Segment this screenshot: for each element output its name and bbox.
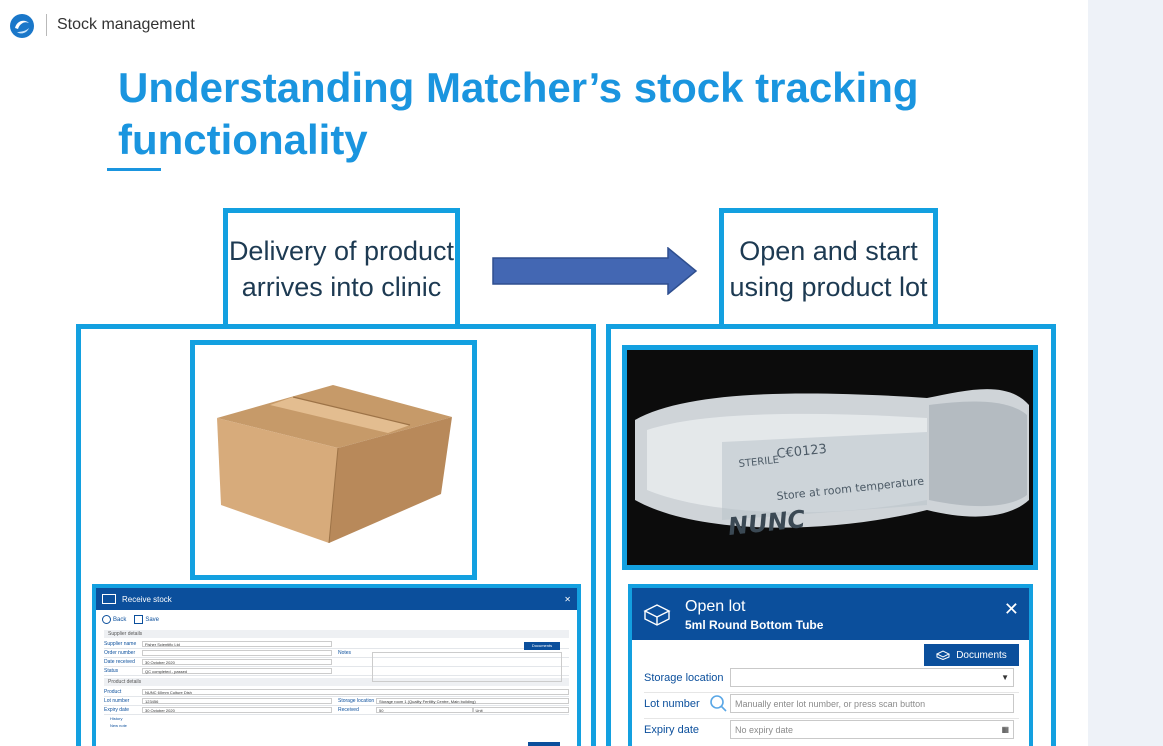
storage-location-label: Storage location bbox=[644, 672, 724, 684]
supplier-name-select[interactable]: Fisher Scientific Ltd bbox=[142, 641, 332, 647]
open-lot-title: Open lot bbox=[685, 598, 746, 615]
arrow-right-icon bbox=[492, 247, 698, 295]
status-row: Status QC completed - passed bbox=[104, 667, 569, 676]
company-logo-icon bbox=[10, 14, 34, 38]
supplier-name-label: Supplier name bbox=[104, 641, 137, 647]
received-quantity-input[interactable]: 50 bbox=[376, 707, 473, 713]
bag-ce-mark: C€0123 bbox=[776, 442, 828, 462]
save-label: Save bbox=[145, 616, 160, 623]
status-select[interactable]: QC completed - passed bbox=[142, 668, 332, 674]
status-label: Status bbox=[104, 668, 119, 674]
back-button[interactable]: Back bbox=[102, 614, 127, 624]
expiry-date-row: Expiry date bbox=[644, 720, 730, 740]
back-label: Back bbox=[113, 616, 127, 623]
row-divider bbox=[644, 692, 1019, 693]
save-button[interactable]: Save bbox=[134, 614, 160, 624]
order-number-label: Order number bbox=[104, 650, 136, 656]
expiry-date-input[interactable]: 30 October 2020 bbox=[142, 707, 332, 713]
notes-input[interactable] bbox=[372, 652, 562, 682]
expiry-date-input[interactable]: No expiry date ▦ bbox=[730, 720, 1014, 739]
header-separator bbox=[46, 14, 47, 36]
date-received-input[interactable]: 30 October 2020 bbox=[142, 659, 332, 665]
add-note-button[interactable] bbox=[528, 742, 560, 746]
product-details-section: Product details bbox=[104, 678, 569, 686]
product-label: Product bbox=[104, 689, 122, 695]
row-divider bbox=[644, 718, 1019, 719]
petri-dish-bag-illustration: STERILE C€0123 Store at room temperature… bbox=[627, 350, 1033, 565]
receive-documents-button[interactable]: Documents bbox=[524, 642, 560, 650]
expiry-date-row: Expiry date 30 October 2020 Received 50 … bbox=[104, 706, 569, 715]
received-unit-select[interactable]: Unit bbox=[472, 707, 569, 713]
search-icon[interactable] bbox=[708, 694, 728, 714]
date-received-row: Date received 30 October 2020 bbox=[104, 658, 569, 667]
section-label: Stock management bbox=[57, 16, 195, 33]
open-lot-header: Open lot 5ml Round Bottom Tube ✕ bbox=[632, 588, 1029, 640]
right-side-panel bbox=[1088, 0, 1163, 746]
step-label-open: Open and start using product lot bbox=[719, 208, 938, 330]
lot-number-label: Lot number bbox=[104, 698, 130, 704]
history-label: History bbox=[110, 716, 123, 721]
receive-stock-window: Receive stock ✕ Back Save Supplier detai… bbox=[92, 584, 581, 746]
supplier-details-section: Supplier details bbox=[104, 630, 569, 638]
receive-stock-title: Receive stock bbox=[122, 594, 172, 604]
supplier-name-row: Supplier name Fisher Scientific Ltd bbox=[104, 640, 569, 649]
lot-number-row: Lot number bbox=[644, 694, 708, 714]
back-icon bbox=[102, 614, 111, 624]
storage-location-label: Storage location bbox=[338, 698, 375, 704]
cardboard-box-illustration bbox=[195, 345, 472, 575]
chevron-down-icon: ▼ bbox=[1001, 673, 1009, 682]
lot-number-input[interactable]: Manually enter lot number, or press scan… bbox=[730, 694, 1014, 713]
new-note-label: New note bbox=[110, 723, 127, 728]
product-select[interactable]: NUNC 60mm Culture Dish bbox=[142, 689, 569, 695]
documents-button[interactable]: Documents bbox=[924, 644, 1019, 666]
lot-number-input[interactable]: 123456 bbox=[142, 698, 332, 704]
lot-number-placeholder: Manually enter lot number, or press scan… bbox=[735, 698, 926, 709]
notes-label: Notes bbox=[338, 650, 352, 656]
svg-text:STERILE: STERILE bbox=[738, 455, 779, 470]
receive-stock-toolbar: Back Save bbox=[96, 610, 577, 628]
lot-number-row: Lot number 123456 Storage location Stora… bbox=[104, 697, 569, 706]
cardboard-box-image bbox=[190, 340, 477, 580]
product-row: Product NUNC 60mm Culture Dish bbox=[104, 688, 569, 697]
documents-label: Documents bbox=[956, 649, 1007, 661]
date-received-label: Date received bbox=[104, 659, 135, 665]
storage-location-row: Storage location bbox=[644, 668, 730, 688]
open-box-icon bbox=[643, 604, 671, 626]
storage-location-select[interactable]: Storage room 1 (Quality Fertility Centre… bbox=[376, 698, 569, 704]
order-number-input[interactable] bbox=[142, 650, 332, 656]
receive-stock-header: Receive stock ✕ bbox=[96, 588, 577, 610]
open-lot-window: Open lot 5ml Round Bottom Tube ✕ Documen… bbox=[628, 584, 1033, 746]
slide-title: Understanding Matcher’s stock tracking f… bbox=[118, 64, 919, 163]
storage-location-select[interactable]: ▼ bbox=[730, 668, 1014, 687]
open-lot-subtitle: 5ml Round Bottom Tube bbox=[685, 618, 824, 632]
received-label: Received bbox=[338, 707, 359, 713]
close-icon[interactable]: ✕ bbox=[1003, 599, 1019, 619]
lot-number-label: Lot number bbox=[644, 698, 700, 710]
top-bar: Stock management bbox=[8, 10, 195, 40]
order-number-row: Order number Notes bbox=[104, 649, 569, 658]
expiry-date-value: No expiry date bbox=[735, 724, 794, 735]
step-label-delivery: Delivery of product arrives into clinic bbox=[223, 208, 460, 330]
expiry-date-label: Expiry date bbox=[104, 707, 130, 713]
receive-stock-icon bbox=[102, 594, 116, 604]
petri-dish-bag-image: STERILE C€0123 Store at room temperature… bbox=[622, 345, 1038, 570]
step-label-open-text: Open and start using product lot bbox=[729, 236, 928, 302]
open-box-small-icon bbox=[936, 650, 951, 660]
title-underline bbox=[107, 168, 161, 171]
expiry-date-label: Expiry date bbox=[644, 724, 700, 736]
close-icon[interactable]: ✕ bbox=[564, 594, 571, 604]
save-icon bbox=[134, 614, 144, 624]
step-label-delivery-text: Delivery of product arrives into clinic bbox=[228, 236, 455, 302]
calendar-icon[interactable]: ▦ bbox=[1001, 725, 1009, 734]
